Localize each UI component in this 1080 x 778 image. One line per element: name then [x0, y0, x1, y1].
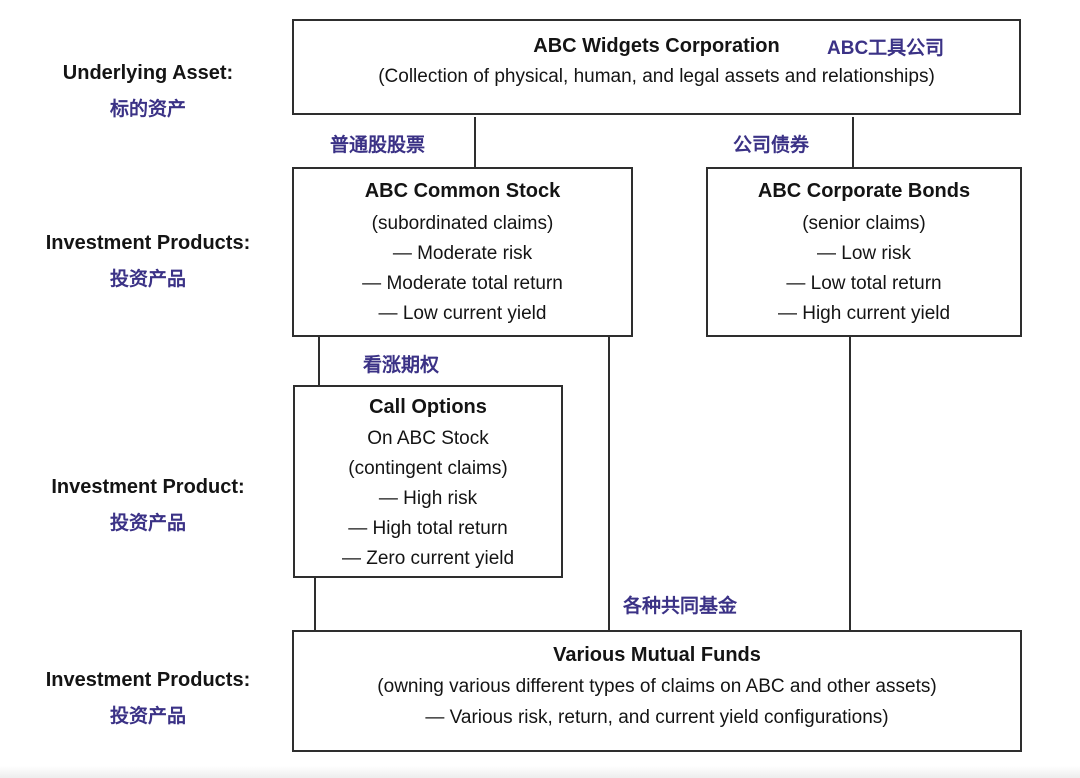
connector-common-stock-to-call-options [318, 337, 320, 385]
common-stock-line: — Moderate risk [392, 243, 533, 264]
connector-label-call-options-zh: 看涨期权 [363, 355, 440, 376]
mutual-funds-line: (owning various different types of claim… [377, 676, 937, 697]
corporate-bonds-line: — Low risk [817, 243, 911, 264]
row-label-investment-product: Investment Product: 投资产品 [28, 476, 268, 535]
call-options-line: — High risk [378, 488, 478, 509]
call-options-line: On ABC Stock [367, 428, 489, 449]
connector-corporate-bonds-to-mutual-funds [849, 337, 851, 630]
row-label-investment-products-2: Investment Products: 投资产品 [28, 669, 268, 728]
call-options-line: — Zero current yield [341, 548, 515, 569]
connector-label-mutual-funds-zh: 各种共同基金 [623, 596, 738, 617]
mutual-funds-title: Various Mutual Funds [553, 644, 761, 666]
mutual-funds-line: — Various risk, return, and current yiel… [425, 707, 889, 728]
common-stock-line: (subordinated claims) [371, 213, 554, 234]
row-label-investment-product-en: Investment Product: [51, 476, 245, 498]
connector-label-corporate-bonds-zh: 公司债券 [733, 135, 810, 156]
corporation-title-zh: ABC工具公司 [827, 38, 945, 59]
bottom-edge-shade [0, 766, 1080, 778]
mutual-funds-box: Various Mutual Funds (owning various dif… [292, 630, 1022, 752]
connector-call-options-to-mutual-funds [314, 578, 316, 630]
corporate-bonds-line: (senior claims) [802, 213, 926, 234]
row-label-investment-product-zh: 投资产品 [109, 513, 186, 534]
call-options-line: (contingent claims) [348, 458, 508, 479]
row-label-investment-products-2-en: Investment Products: [45, 669, 251, 691]
common-stock-line: — Moderate total return [362, 273, 563, 294]
call-options-box: Call Options On ABC Stock (contingent cl… [293, 385, 563, 578]
corporation-title: ABC Widgets Corporation [533, 35, 780, 57]
row-label-underlying-asset: Underlying Asset: 标的资产 [28, 62, 268, 121]
connector-common-stock-to-mutual-funds [608, 337, 610, 630]
connector-corporation-to-common-stock [474, 117, 476, 167]
corporate-bonds-line: — Low total return [786, 273, 942, 294]
common-stock-line: — Low current yield [378, 303, 547, 324]
connector-label-common-stock-zh: 普通股股票 [330, 135, 426, 156]
row-label-underlying-asset-en: Underlying Asset: [62, 62, 234, 84]
corporate-bonds-line: — High current yield [777, 303, 951, 324]
common-stock-box: ABC Common Stock (subordinated claims) —… [292, 167, 633, 337]
row-label-investment-products-1-zh: 投资产品 [109, 269, 186, 290]
call-options-line: — High total return [348, 518, 508, 539]
corporation-title-row: ABC Widgets Corporation ABC工具公司 [294, 33, 1019, 59]
row-label-underlying-asset-zh: 标的资产 [109, 99, 186, 120]
corporation-box: ABC Widgets Corporation ABC工具公司 (Collect… [292, 19, 1021, 115]
corporate-bonds-title: ABC Corporate Bonds [757, 180, 971, 202]
row-label-investment-products-1: Investment Products: 投资产品 [28, 232, 268, 291]
connector-corporation-to-corporate-bonds [852, 117, 854, 167]
corporation-subtitle: (Collection of physical, human, and lega… [378, 66, 935, 87]
row-label-investment-products-2-zh: 投资产品 [109, 706, 186, 727]
call-options-title: Call Options [369, 396, 487, 418]
corporate-bonds-box: ABC Corporate Bonds (senior claims) — Lo… [706, 167, 1022, 337]
row-label-investment-products-1-en: Investment Products: [45, 232, 251, 254]
common-stock-title: ABC Common Stock [364, 180, 561, 202]
